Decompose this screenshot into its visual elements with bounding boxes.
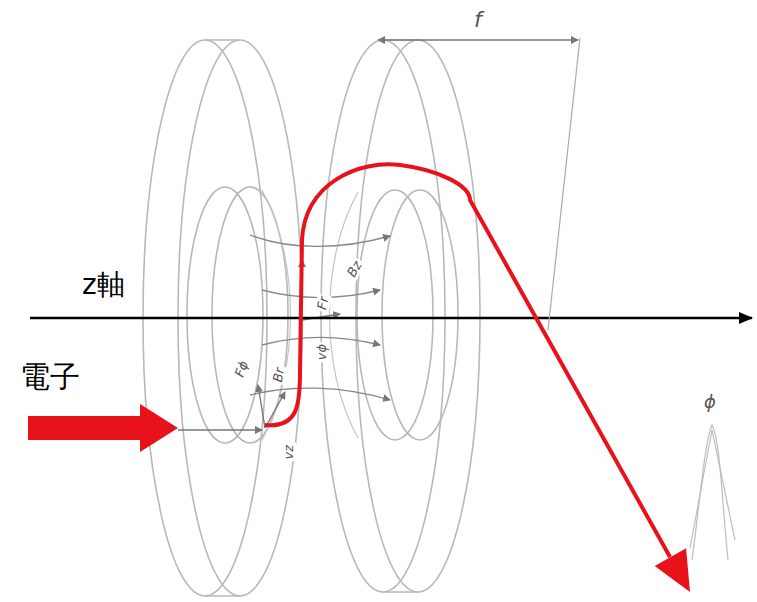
vector-label: Bz xyxy=(344,257,366,281)
axis-label: z軸 xyxy=(80,270,127,301)
angle-label: ϕ xyxy=(702,392,718,412)
coil xyxy=(321,40,480,592)
z-axis xyxy=(30,317,752,320)
focal-length-arrow xyxy=(378,39,578,40)
vector-label: Br xyxy=(271,365,288,385)
vector-label: vϕ xyxy=(315,342,329,362)
vector-label: Fr xyxy=(315,294,332,313)
vector-label: Fϕ xyxy=(232,357,252,381)
focal-length-label: f xyxy=(472,8,484,32)
vector-arrow xyxy=(178,260,340,430)
rotation-angle-sketch xyxy=(690,425,735,560)
pole-piece xyxy=(262,190,358,440)
electron-trajectory xyxy=(265,164,670,557)
particle-label: 電子 xyxy=(18,360,82,393)
focal-line xyxy=(548,38,580,330)
electron-beam-arrow xyxy=(28,404,178,452)
vector-label: vz xyxy=(282,443,296,462)
trajectory-arrowhead xyxy=(655,548,690,592)
